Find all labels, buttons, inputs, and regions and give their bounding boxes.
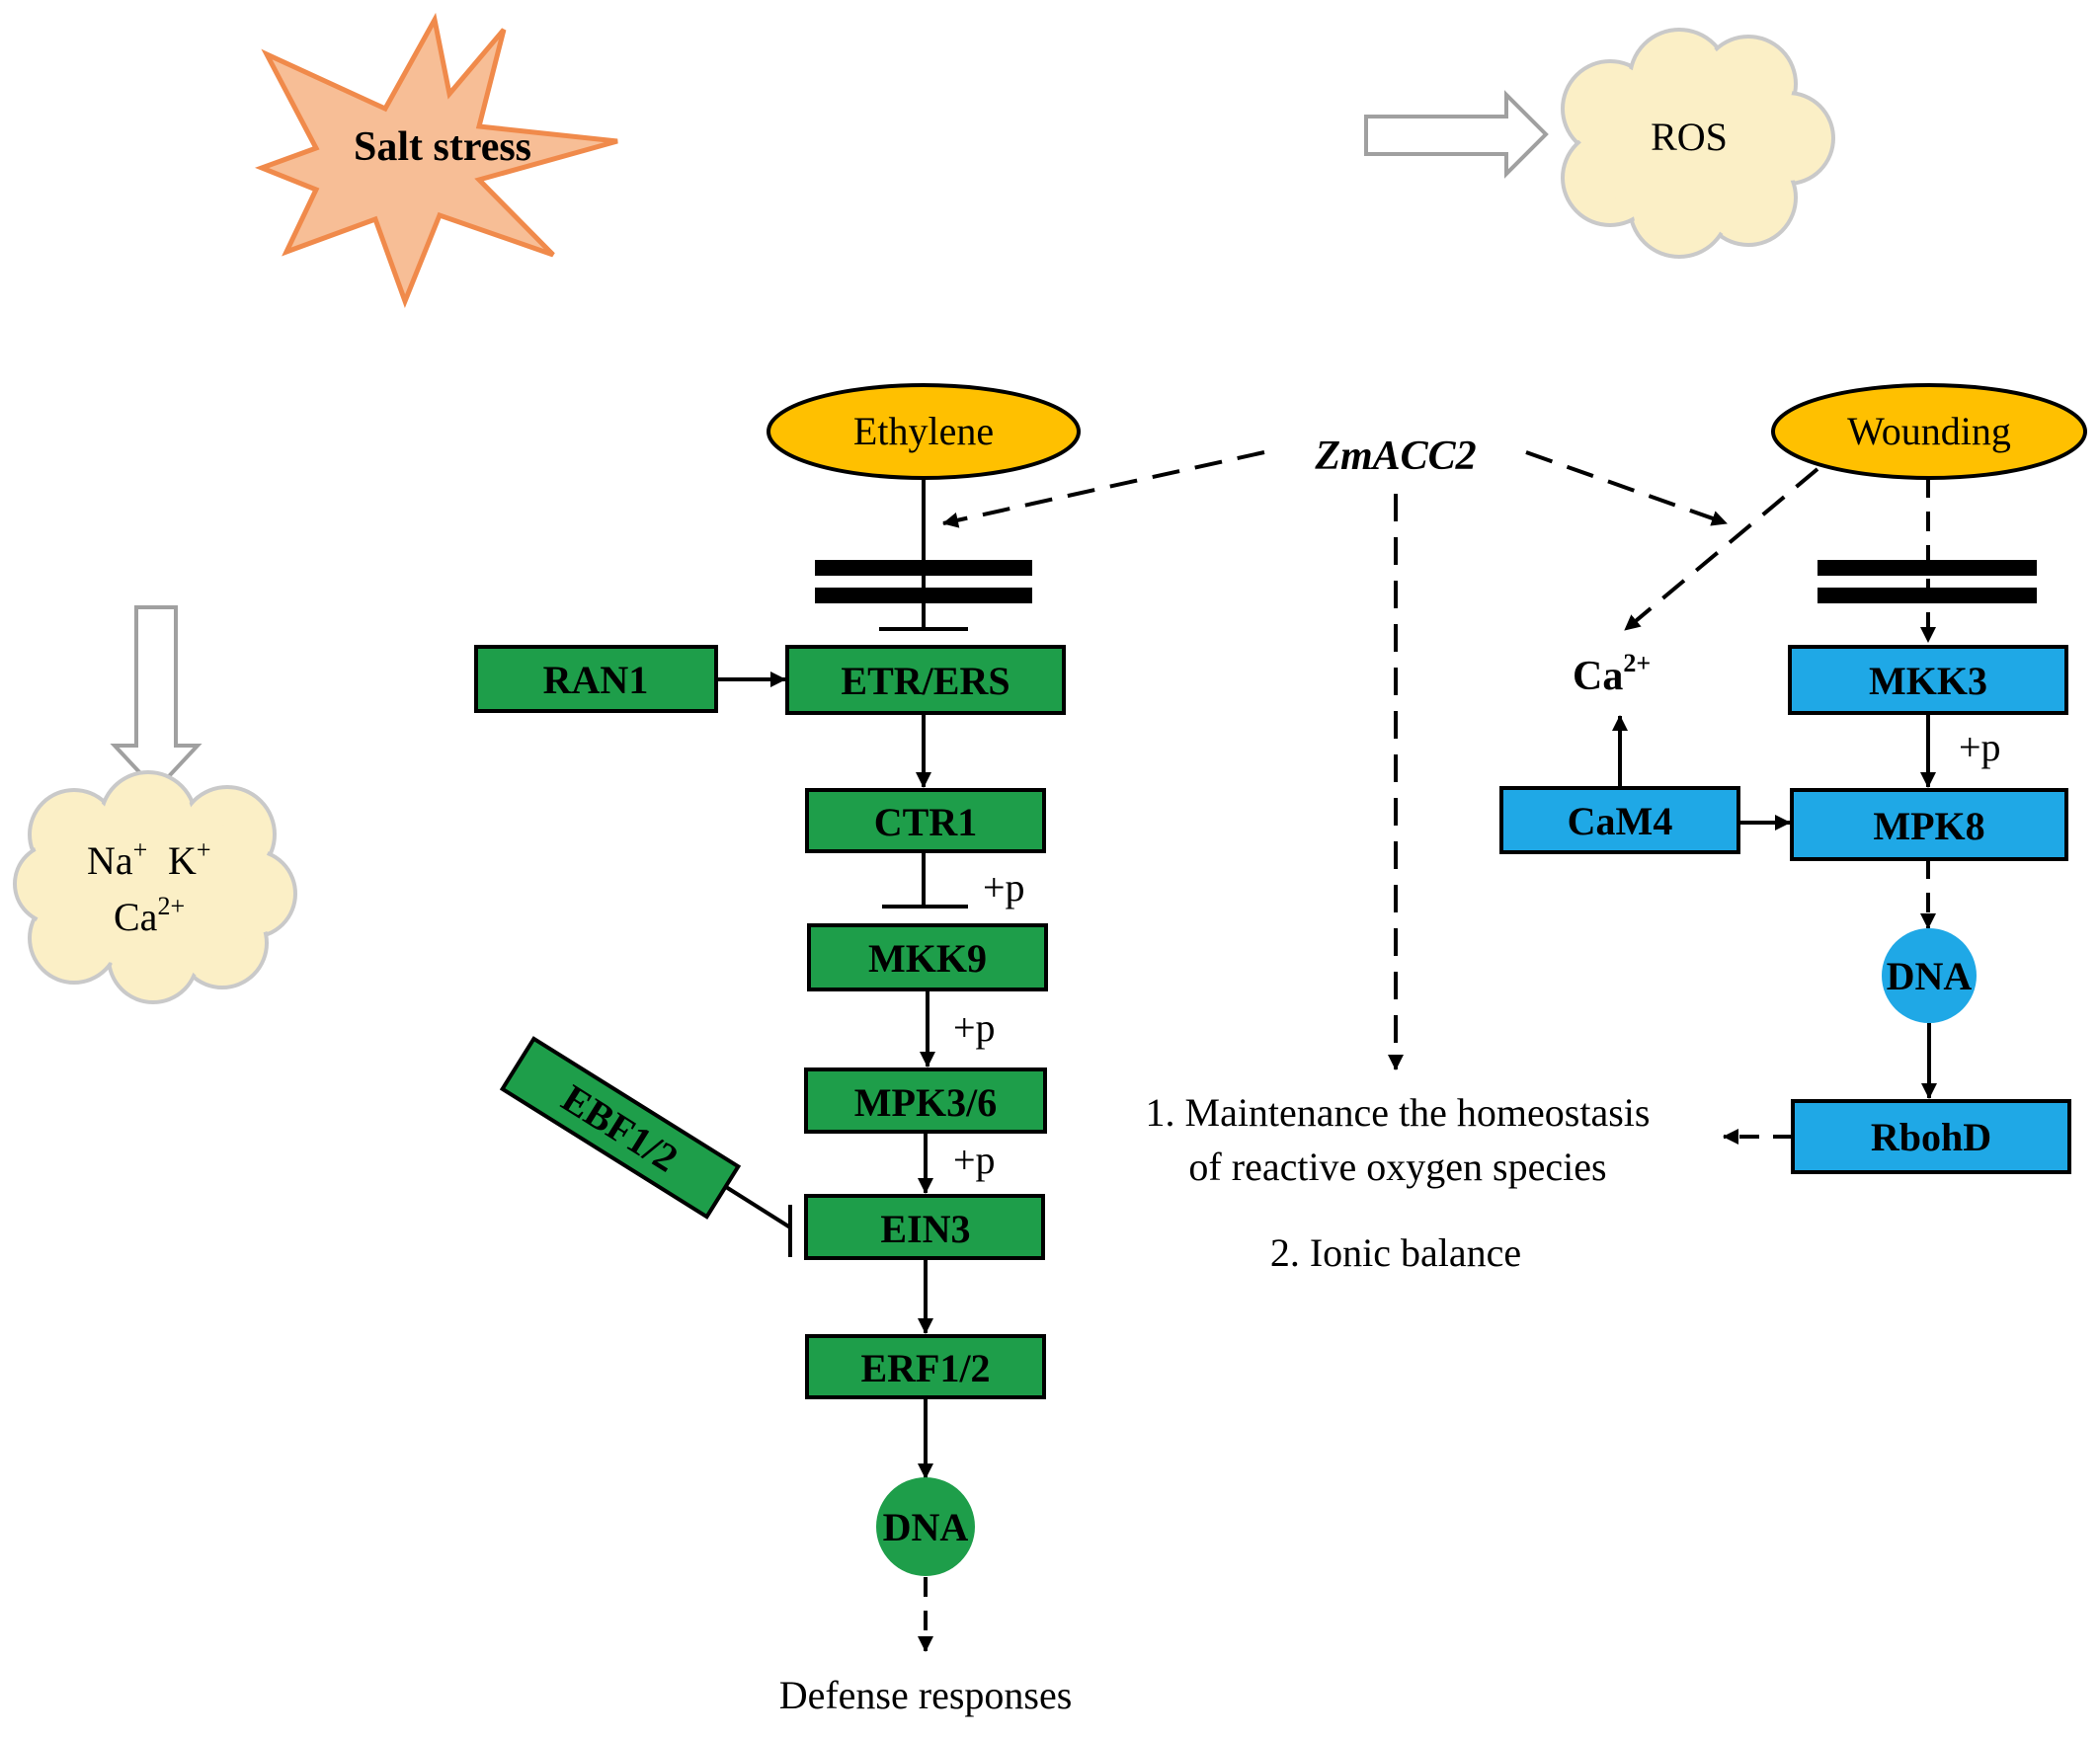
ion-na-label: Na+ [87,835,147,883]
erf1-2-label: ERF1/2 [860,1346,990,1390]
ebf1-2-inhibit-line [724,1185,792,1229]
ethylene-membrane-bar-top [815,560,1032,576]
wounding-phospho-label: +p [1959,725,2001,769]
rbohd-label: RbohD [1871,1115,1991,1159]
wounding-signal: Wounding [1771,383,2087,480]
ctr1-node: CTR1 [805,788,1046,853]
wounding-membrane-bar-bottom [1817,588,2037,603]
mkk3-label: MKK3 [1869,659,1987,703]
zmacc2-label: ZmACC2 [1314,434,1476,479]
outcome-line-2: of reactive oxygen species [1188,1145,1606,1189]
mkk3-node: MKK3 [1788,645,2068,715]
phospho-label-1: +p [983,865,1025,909]
calcium-label: Ca2+ [1573,649,1651,699]
ros-label: ROS [1651,115,1728,159]
wounding-dna-label: DNA [1887,954,1973,998]
mpk8-node: MPK8 [1790,788,2068,861]
etr-ers-label: ETR/ERS [841,659,1010,703]
cam4-node: CaM4 [1499,786,1740,854]
ethylene-dna-node: DNA [876,1477,975,1576]
ebf1-2-node: EBF1/2 [499,1036,742,1220]
wounding-label: Wounding [1847,409,2011,453]
salt-stress-burst-shape [254,12,618,309]
phospho-label-2: +p [953,1005,996,1050]
zmacc2-dashed-arrows [942,450,1819,1070]
wounding-dna-node: DNA [1882,928,1977,1023]
ethylene-signal: Ethylene [767,383,1081,480]
salt-stress-burst: Salt stress [254,12,618,309]
ros-cloud: ROS [1561,28,1835,259]
ethylene-membrane-bar-bottom [815,588,1032,603]
ethylene-label: Ethylene [853,409,994,453]
ein3-label: EIN3 [880,1207,970,1251]
defense-responses-label: Defense responses [779,1673,1073,1717]
rbohd-node: RbohD [1791,1099,2071,1174]
mkk9-label: MKK9 [868,936,987,981]
ion-k-label: K+ [168,835,211,883]
ions-cloud: Na+ K+ Ca2+ [13,770,297,1004]
mpk3-6-label: MPK3/6 [854,1080,997,1125]
ein3-node: EIN3 [804,1194,1045,1260]
ran1-node: RAN1 [474,645,718,713]
ros-hollow-arrow [1364,90,1549,179]
wounding-to-calcium-arrow [1623,467,1819,632]
ran1-label: RAN1 [543,658,649,702]
outcome-line-1: 1. Maintenance the homeostasis [1146,1090,1651,1135]
ctr1-label: CTR1 [874,800,977,844]
etr-ers-node: ETR/ERS [785,645,1066,715]
zmacc2-to-wounding-arrow [1525,450,1728,526]
mpk8-label: MPK8 [1873,804,1984,848]
zmacc2-to-ethylene-receptor-arrow [942,450,1265,528]
salt-stress-label: Salt stress [354,124,531,170]
cam4-label: CaM4 [1568,799,1673,843]
ethylene-dna-label: DNA [883,1505,969,1549]
ions-hollow-arrow [110,605,202,793]
wounding-membrane-bar-top [1817,560,2037,576]
outcome-line-3: 2. Ionic balance [1270,1230,1521,1275]
mpk3-6-node: MPK3/6 [804,1067,1047,1134]
phospho-label-3: +p [953,1138,996,1182]
mkk9-node: MKK9 [807,923,1048,991]
ion-ca-label: Ca2+ [114,892,185,939]
erf1-2-node: ERF1/2 [805,1334,1046,1399]
